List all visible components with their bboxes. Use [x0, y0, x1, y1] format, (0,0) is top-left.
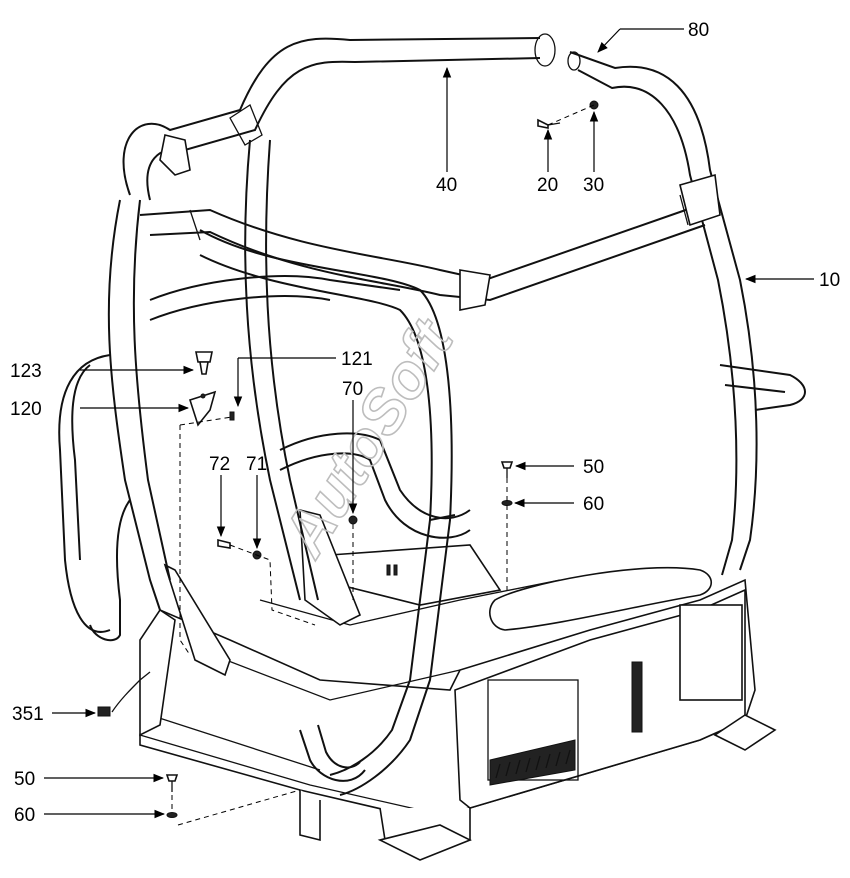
callout-labels: 80 40 20 30 10 121 123 120 70 72 71 50 6…: [10, 20, 840, 826]
callout-50-right: 50: [583, 457, 604, 478]
callout-10: 10: [819, 270, 840, 291]
assembly-lines: [171, 104, 595, 826]
callout-123: 123: [10, 361, 42, 382]
callout-351: 351: [12, 704, 44, 725]
frame-drawing: [58, 33, 806, 861]
callout-20: 20: [537, 175, 558, 196]
callout-80: 80: [688, 20, 709, 41]
callout-60-bottom: 60: [14, 805, 35, 826]
callout-71: 71: [246, 454, 267, 475]
hardware-parts: [97, 100, 599, 818]
base-platform: [139, 508, 777, 861]
watermark-text: AutoSoft: [268, 307, 467, 569]
callout-120: 120: [10, 399, 42, 420]
roll-cage-tubes: [58, 33, 806, 796]
callout-30: 30: [583, 175, 604, 196]
callout-121: 121: [341, 349, 373, 370]
callout-50-bottom: 50: [14, 769, 35, 790]
callout-40: 40: [436, 175, 457, 196]
leader-lines: [44, 28, 814, 819]
callout-70: 70: [342, 379, 363, 400]
callout-60-right: 60: [583, 494, 604, 515]
callout-72: 72: [209, 454, 230, 475]
